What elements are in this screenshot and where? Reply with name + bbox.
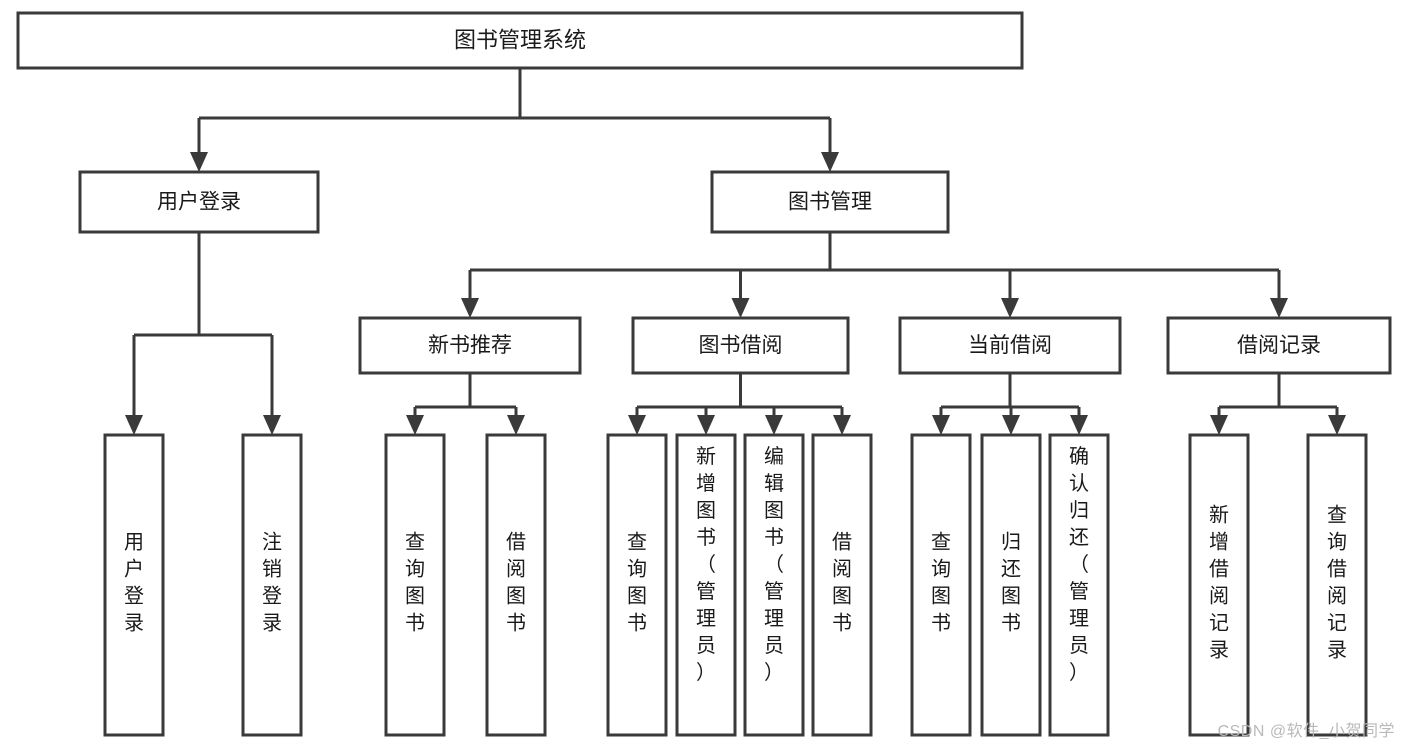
leaf-user-login-rect[interactable]	[103, 433, 165, 737]
leaf-add-record-label: 新增借阅记录	[1209, 504, 1229, 662]
arrow-to-leaf-query-book-3	[932, 415, 950, 435]
node-new-book-recommend-rect[interactable]	[358, 316, 582, 375]
node-current-borrow[interactable]: 当前借阅	[898, 316, 1122, 375]
leaf-query-book-2-rect[interactable]	[606, 433, 668, 737]
node-borrow-record-rect[interactable]	[1166, 316, 1392, 375]
leaf-return-book-label: 归还图书	[1001, 531, 1021, 635]
arrow-to-user-login	[190, 152, 208, 172]
leaf-user-logout-label: 注销登录	[262, 531, 282, 635]
leaf-borrow-book-1-label: 借阅图书	[506, 531, 526, 635]
node-root-rect[interactable]	[16, 11, 1024, 70]
node-new-book-recommend-label: 新书推荐	[428, 334, 512, 357]
leaf-edit-book-rect[interactable]	[743, 433, 805, 737]
arrow-to-leaf-query-record	[1328, 415, 1346, 435]
arrow-to-current-borrow	[1001, 298, 1019, 318]
leaf-query-book-2-label: 查询图书	[627, 531, 647, 635]
node-book-management-rect[interactable]	[710, 170, 950, 234]
arrow-to-leaf-user-logout	[263, 415, 281, 435]
leaf-leaf-user-login[interactable]: 用户登录	[103, 433, 165, 737]
node-borrow-record[interactable]: 借阅记录	[1166, 316, 1392, 375]
arrow-to-leaf-borrow-book-2	[833, 415, 851, 435]
leaf-query-book-1-label: 查询图书	[405, 531, 425, 635]
node-borrow-record-label: 借阅记录	[1237, 334, 1321, 357]
leaf-borrow-book-2-rect[interactable]	[811, 433, 873, 737]
arrow-to-leaf-borrow-book-1	[507, 415, 525, 435]
arrow-to-borrow-record	[1270, 298, 1288, 318]
leaf-leaf-add-book[interactable]: 新增图书（管理员）	[675, 433, 737, 737]
leaf-leaf-query-record[interactable]: 查询借阅记录	[1306, 433, 1368, 737]
leaf-borrow-book-2-label: 借阅图书	[832, 531, 852, 635]
arrow-to-leaf-add-book	[697, 415, 715, 435]
node-current-borrow-label: 当前借阅	[968, 334, 1052, 357]
node-new-book-recommend[interactable]: 新书推荐	[358, 316, 582, 375]
leaf-leaf-query-book-3[interactable]: 查询图书	[910, 433, 972, 737]
leaf-leaf-query-book-1[interactable]: 查询图书	[384, 433, 446, 737]
leaf-query-book-3-label: 查询图书	[931, 531, 951, 635]
leaf-query-record-label: 查询借阅记录	[1327, 504, 1347, 662]
leaf-edit-book-label: 编辑图书（管理员）	[764, 445, 784, 684]
node-user-login-label: 用户登录	[157, 191, 241, 214]
leaf-add-book-rect[interactable]	[675, 433, 737, 737]
connector-layer	[125, 68, 1346, 435]
leaf-confirm-return-label: 确认归还（管理员）	[1069, 445, 1089, 684]
node-book-borrow[interactable]: 图书借阅	[631, 316, 850, 375]
node-user-login[interactable]: 用户登录	[78, 170, 320, 234]
leaf-leaf-borrow-book-2[interactable]: 借阅图书	[811, 433, 873, 737]
node-current-borrow-rect[interactable]	[898, 316, 1122, 375]
node-book-borrow-rect[interactable]	[631, 316, 850, 375]
leaf-query-book-1-rect[interactable]	[384, 433, 446, 737]
leaf-leaf-add-record[interactable]: 新增借阅记录	[1188, 433, 1250, 737]
arrow-to-leaf-confirm-return	[1070, 415, 1088, 435]
csdn-watermark: CSDN @软件_小贺同学	[1217, 723, 1395, 740]
leaf-leaf-return-book[interactable]: 归还图书	[980, 433, 1042, 737]
leaf-leaf-edit-book[interactable]: 编辑图书（管理员）	[743, 433, 805, 737]
leaf-query-record-rect[interactable]	[1306, 433, 1368, 737]
arrow-to-leaf-query-book-2	[628, 415, 646, 435]
node-user-login-rect[interactable]	[78, 170, 320, 234]
arrow-to-leaf-edit-book	[765, 415, 783, 435]
leaf-user-login-label: 用户登录	[124, 532, 144, 635]
leaf-leaf-user-logout[interactable]: 注销登录	[241, 433, 303, 737]
node-book-management[interactable]: 图书管理	[710, 170, 950, 234]
leaf-leaf-borrow-book-1[interactable]: 借阅图书	[485, 433, 547, 737]
leaf-add-book-label: 新增图书（管理员）	[696, 445, 716, 684]
node-book-borrow-label: 图书借阅	[699, 334, 783, 357]
leaf-query-book-3-rect[interactable]	[910, 433, 972, 737]
leaf-leaf-query-book-2[interactable]: 查询图书	[606, 433, 668, 737]
leaf-user-logout-rect[interactable]	[241, 433, 303, 737]
leaf-leaf-confirm-return[interactable]: 确认归还（管理员）	[1048, 433, 1110, 737]
leaf-add-record-rect[interactable]	[1188, 433, 1250, 737]
arrow-to-leaf-add-record	[1210, 415, 1228, 435]
node-layer: 图书管理系统用户登录图书管理用户登录注销登录新书推荐查询图书借阅图书图书借阅查询…	[16, 11, 1392, 737]
leaf-return-book-rect[interactable]	[980, 433, 1042, 737]
arrow-to-leaf-return-book	[1002, 415, 1020, 435]
arrow-to-leaf-user-login	[125, 415, 143, 435]
arrow-to-book-borrow	[731, 298, 750, 318]
node-book-management-label: 图书管理	[788, 191, 872, 214]
node-root[interactable]: 图书管理系统	[16, 11, 1024, 70]
arrow-to-book-management	[821, 152, 839, 172]
arrow-to-leaf-query-book-1	[406, 415, 424, 435]
leaf-borrow-book-1-rect[interactable]	[485, 433, 547, 737]
leaf-confirm-return-rect[interactable]	[1048, 433, 1110, 737]
arrow-to-new-book-recommend	[461, 298, 479, 318]
node-root-label: 图书管理系统	[454, 27, 586, 52]
